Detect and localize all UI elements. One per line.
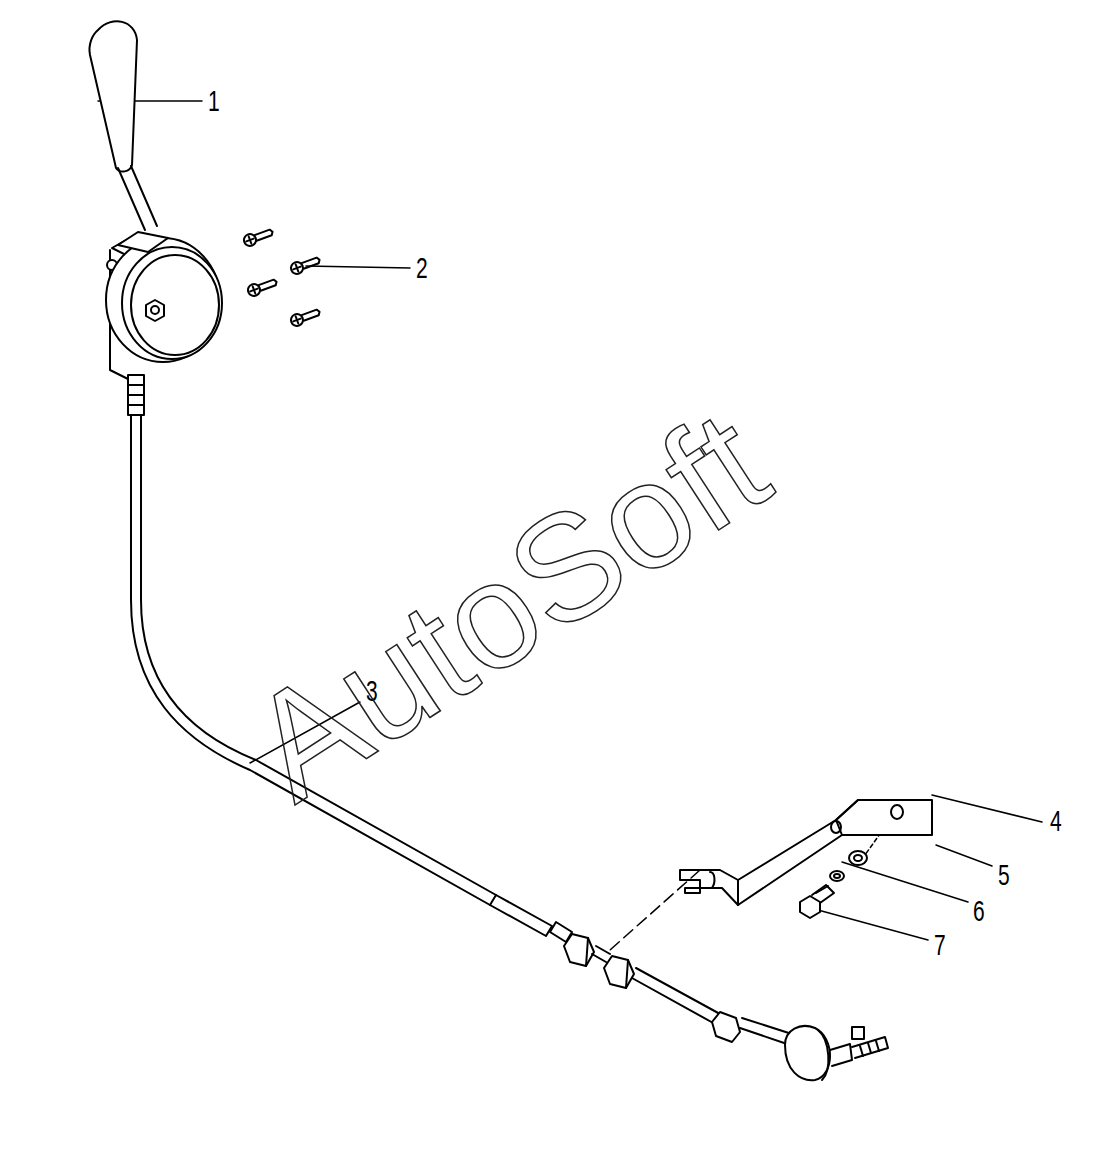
callout-number: 4 [1050, 806, 1062, 836]
screws [242, 226, 321, 328]
leader-lines [98, 101, 1042, 950]
callout-number: 5 [998, 860, 1010, 890]
callout-number: 7 [934, 930, 946, 960]
callout-number: 2 [416, 253, 428, 283]
callout-number: 6 [973, 896, 985, 926]
watermark: AutoSoft [226, 385, 790, 824]
callout-number: 1 [208, 86, 220, 116]
